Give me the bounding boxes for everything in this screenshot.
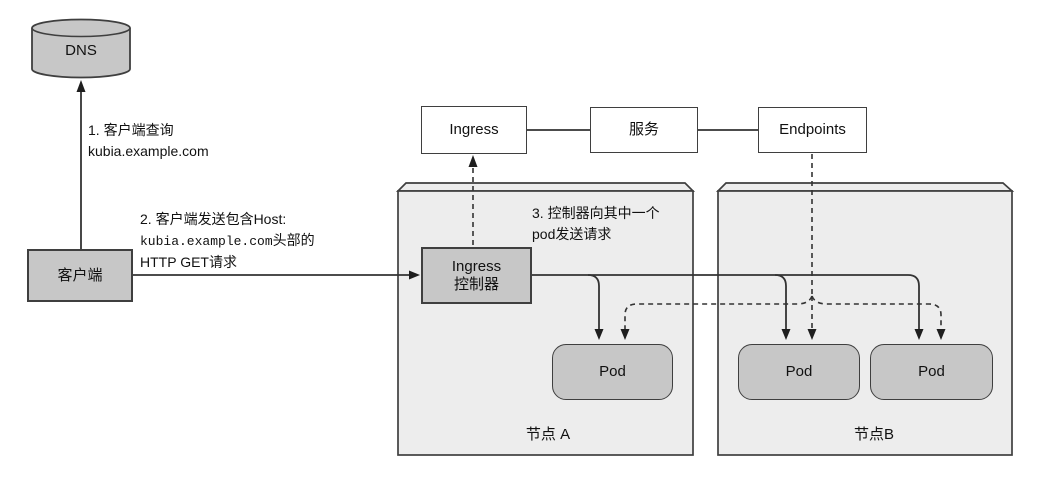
step2-line3: HTTP GET请求 bbox=[140, 254, 237, 270]
step2-line2-host: kubia.example.com bbox=[140, 234, 273, 249]
controller-branch-pod-a bbox=[587, 274, 600, 330]
service-box: 服务 bbox=[590, 107, 698, 153]
step2-line2: kubia.example.com头部的 bbox=[140, 230, 315, 252]
ingress-controller-label-line1: Ingress bbox=[451, 257, 502, 275]
pod-node-b-1: Pod bbox=[738, 344, 860, 400]
pod-label: Pod bbox=[918, 363, 945, 380]
node-b-label: 节点B bbox=[853, 426, 894, 443]
pod-b1-solid-arrowhead bbox=[781, 329, 791, 340]
dns-lookup-arrowhead bbox=[76, 80, 86, 92]
controller-branch-pod-b1 bbox=[774, 274, 787, 330]
step2-line2-suffix: 头部的 bbox=[272, 232, 315, 248]
ingress-controller-label-line2: 控制器 bbox=[453, 275, 499, 293]
endpoints-label: Endpoints bbox=[779, 121, 846, 138]
step3-line1: 3. 控制器向其中一个 bbox=[532, 205, 660, 221]
pod-b1-dashed-arrowhead bbox=[807, 329, 817, 340]
dns-label: DNS bbox=[65, 42, 97, 59]
step1-line1: 1. 客户端查询 bbox=[88, 122, 174, 138]
dns-cylinder bbox=[31, 18, 131, 79]
node-a-face bbox=[397, 190, 694, 456]
node-a-label: 节点 A bbox=[525, 426, 571, 443]
client-box: 客户端 bbox=[27, 249, 133, 302]
pod-a-dashed-arrowhead bbox=[620, 329, 630, 340]
controller-main-line bbox=[530, 274, 920, 330]
client-label: 客户端 bbox=[57, 266, 103, 284]
http-request-arrowhead bbox=[409, 270, 420, 280]
endpoints-box: Endpoints bbox=[758, 107, 867, 153]
node-b-top-face bbox=[715, 182, 1015, 192]
pod-label: Pod bbox=[785, 363, 813, 380]
controller-ingress-arrowhead bbox=[468, 155, 478, 167]
pod-a-solid-arrowhead bbox=[594, 329, 604, 340]
pod-b2-solid-arrowhead bbox=[914, 329, 924, 340]
ingress-controller-box: Ingress 控制器 bbox=[421, 247, 532, 304]
node-a-top-face bbox=[395, 182, 696, 192]
service-label: 服务 bbox=[628, 121, 659, 138]
pod-node-a: Pod bbox=[552, 344, 673, 400]
pod-b2-dashed-arrowhead bbox=[936, 329, 946, 340]
step1-annotation: 1. 客户端查询 kubia.example.com bbox=[88, 120, 209, 162]
pod-node-b-2: Pod bbox=[870, 344, 993, 400]
ingress-resource-box: Ingress bbox=[421, 106, 527, 154]
step2-line1: 2. 客户端发送包含Host: bbox=[140, 211, 287, 227]
endpoints-dashed-left bbox=[624, 295, 813, 330]
ingress-resource-label: Ingress bbox=[449, 121, 499, 138]
dns-cylinder-rim bbox=[31, 27, 131, 38]
step1-line2: kubia.example.com bbox=[88, 143, 209, 159]
pod-label: Pod bbox=[599, 363, 626, 380]
node-b-face bbox=[717, 190, 1013, 456]
step2-annotation: 2. 客户端发送包含Host: kubia.example.com头部的 HTT… bbox=[140, 209, 315, 273]
endpoints-dashed-right bbox=[811, 295, 942, 330]
step3-annotation: 3. 控制器向其中一个 pod发送请求 bbox=[532, 203, 660, 245]
step3-line2: pod发送请求 bbox=[532, 226, 612, 242]
